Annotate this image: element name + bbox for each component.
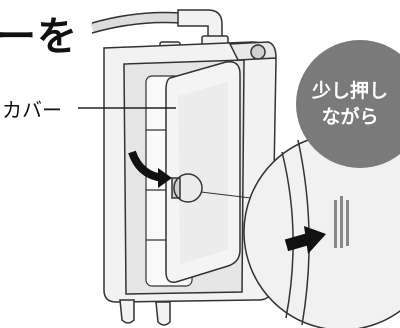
press-arrow-icon <box>284 226 326 254</box>
instruction-callout-bubble <box>296 40 400 168</box>
hose <box>90 11 181 34</box>
instruction-callout-text: 少し押し ながら <box>300 78 400 130</box>
detail-focus-circle <box>173 173 203 203</box>
push-arrow-icon <box>128 150 172 188</box>
front-cover <box>165 61 241 284</box>
base-feet <box>119 299 171 326</box>
cover-label: カバー <box>2 98 62 122</box>
callout-line-2: ながら <box>321 106 379 128</box>
callout-line-1: 少し押し <box>311 80 388 102</box>
heading-text: ーを <box>0 14 78 60</box>
